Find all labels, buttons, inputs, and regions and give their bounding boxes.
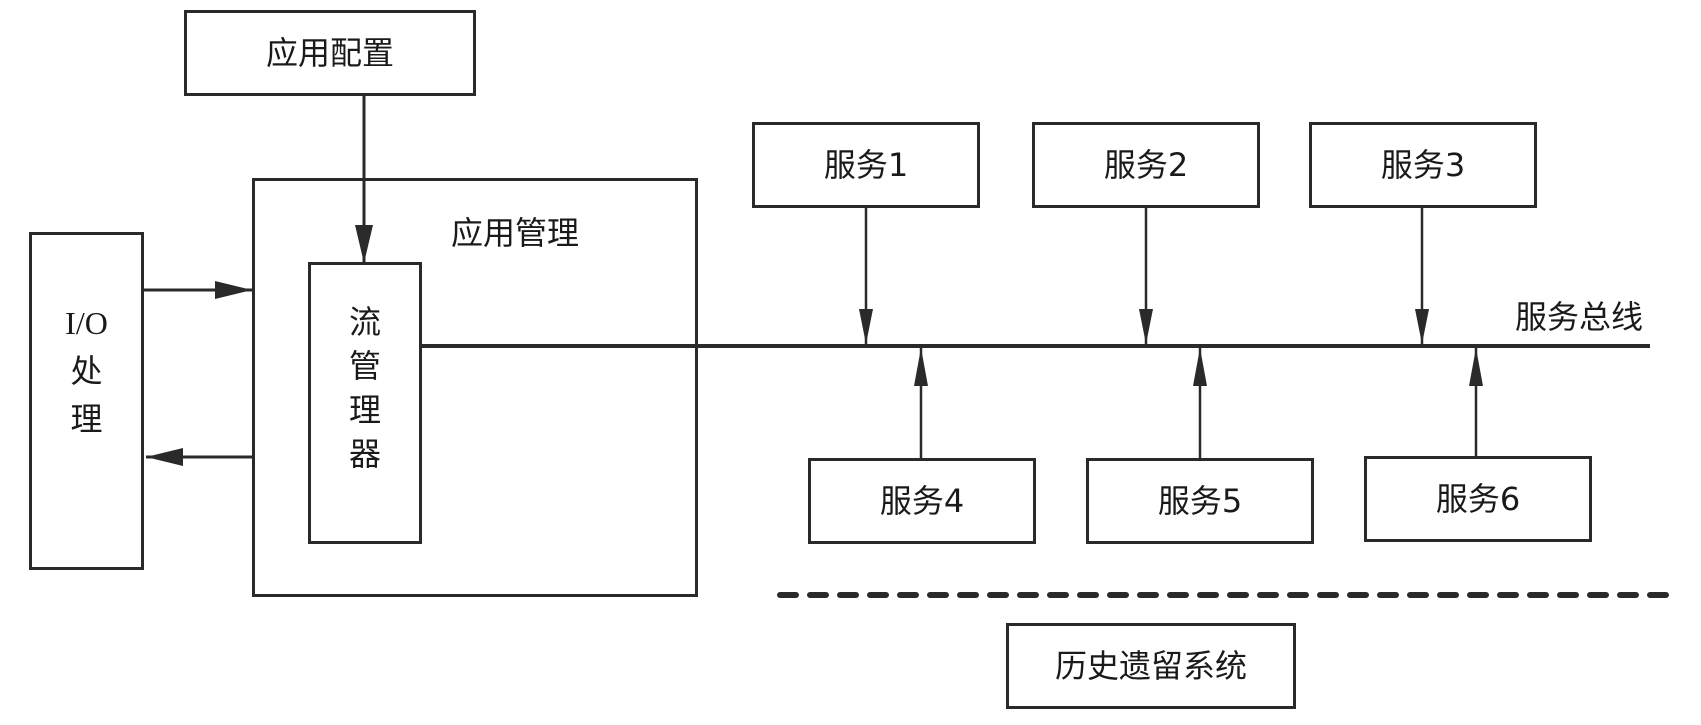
flow-manager-char: 器 [348,435,381,473]
service-label: 服务6 [1435,480,1521,518]
legacy-system-label: 历史遗留系统 [1054,647,1247,685]
io-processing-box[interactable]: I/O 处 理 [29,232,144,570]
service-bus-label: 服务总线 [1515,298,1644,336]
service-label: 服务1 [823,146,909,184]
io-processing-text: 处 [70,352,103,390]
flow-manager-char: 流 [348,303,381,341]
io-processing-text: I/O [65,305,108,341]
service-label: 服务2 [1103,146,1189,184]
service-box-1[interactable]: 服务1 [752,122,980,208]
service-box-2[interactable]: 服务2 [1032,122,1260,208]
app-config-box[interactable]: 应用配置 [184,10,476,96]
service-box-3[interactable]: 服务3 [1309,122,1537,208]
arrowhead-down [355,225,373,263]
bottom-service-arrows [914,348,1483,460]
service-box-5[interactable]: 服务5 [1086,458,1314,544]
app-config-label: 应用配置 [265,34,394,72]
service-box-6[interactable]: 服务6 [1364,456,1592,542]
service-label: 服务5 [1157,482,1243,520]
arrowhead-right [215,281,252,299]
flow-manager-char: 管 [348,347,381,385]
service-label: 服务4 [879,482,965,520]
app-management-box[interactable]: 应用管理 [252,178,698,597]
service-label: 服务3 [1380,146,1466,184]
app-management-label: 应用管理 [451,214,580,252]
flow-manager-char: 理 [348,391,381,429]
service-box-4[interactable]: 服务4 [808,458,1036,544]
top-service-arrows [859,208,1429,344]
arrowhead-left [146,448,183,466]
flow-manager-box[interactable]: 流 管 理 器 [308,262,422,544]
io-processing-text: 理 [70,400,103,438]
legacy-system-box[interactable]: 历史遗留系统 [1006,623,1296,709]
